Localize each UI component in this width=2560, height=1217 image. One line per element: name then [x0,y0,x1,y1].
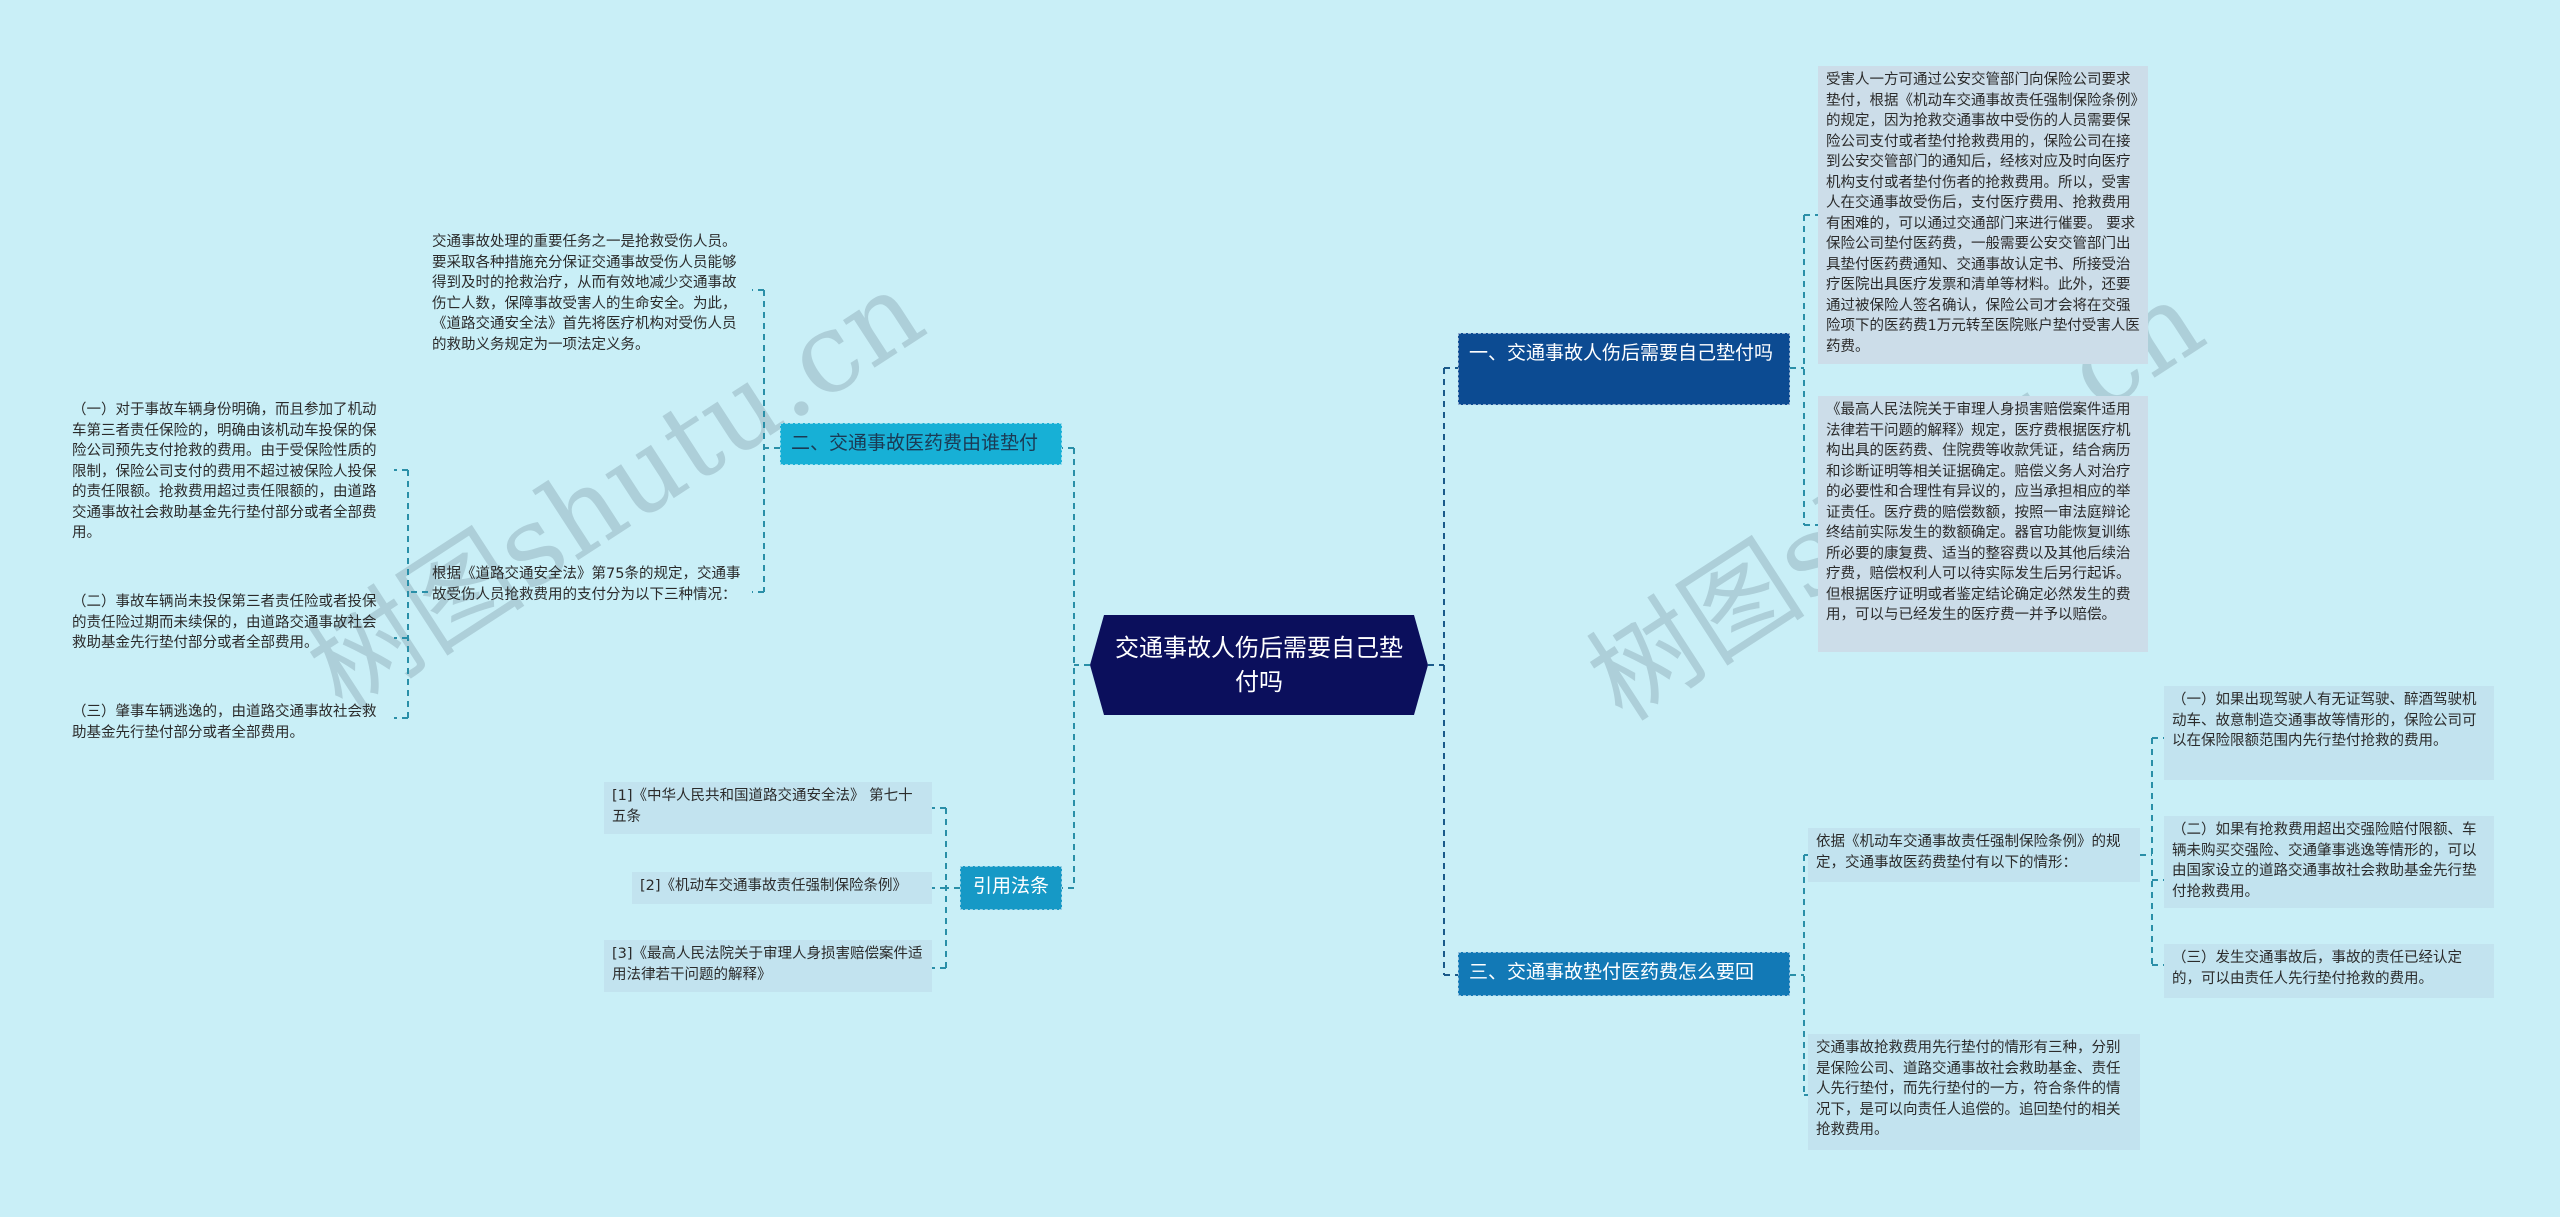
branch-3-label: 三、交通事故垫付医药费怎么要回 [1469,961,1755,983]
root-title: 交通事故人伤后需要自己垫付吗 [1115,634,1403,696]
branch-1-child-1[interactable]: 受害人一方可通过公安交管部门向保险公司要求垫付，根据《机动车交通事故责任强制保险… [1818,66,2148,364]
branch-4-topic[interactable]: 引用法条 [960,866,1062,910]
branch-2-grandchild-3[interactable]: （三）肇事车辆逃逸的，由道路交通事故社会救助基金先行垫付部分或者全部费用。 [72,704,377,741]
branch-3-topic[interactable]: 三、交通事故垫付医药费怎么要回 [1458,952,1790,996]
branch-1-topic[interactable]: 一、交通事故人伤后需要自己垫付吗 [1458,333,1790,405]
branch-2-grandchild-2[interactable]: （二）事故车辆尚未投保第三者责任险或者投保的责任险过期而未续保的，由道路交通事故… [72,594,377,651]
branch-2-child-1[interactable]: 交通事故处理的重要任务之一是抢救受伤人员。要采取各种措施充分保证交通事故受伤人员… [432,234,737,353]
root-topic[interactable]: 交通事故人伤后需要自己垫付吗 [1090,615,1428,715]
branch-3-grandchild-1[interactable]: （一）如果出现驾驶人有无证驾驶、醉酒驾驶机动车、故意制造交通事故等情形的，保险公… [2164,686,2494,780]
branch-3-child-1[interactable]: 依据《机动车交通事故责任强制保险条例》的规定，交通事故医药费垫付有以下的情形： [1808,828,2140,882]
branch-2-topic[interactable]: 二、交通事故医药费由谁垫付 [780,423,1062,465]
reference-2[interactable]: [2]《机动车交通事故责任强制保险条例》 [632,872,932,904]
branch-2-grandchild-1[interactable]: （一）对于事故车辆身份明确，而且参加了机动车第三者责任保险的，明确由该机动车投保… [72,402,377,541]
branch-3-grandchild-2[interactable]: （二）如果有抢救费用超出交强险赔付限额、车辆未购买交强险、交通肇事逃逸等情形的，… [2164,816,2494,908]
branch-3-grandchild-3[interactable]: （三）发生交通事故后，事故的责任已经认定的，可以由责任人先行垫付抢救的费用。 [2164,944,2494,998]
branch-2-child-2[interactable]: 根据《道路交通安全法》第75条的规定，交通事故受伤人员抢救费用的支付分为以下三种… [432,566,741,603]
branch-3-child-2[interactable]: 交通事故抢救费用先行垫付的情形有三种，分别是保险公司、道路交通事故社会救助基金、… [1808,1034,2140,1150]
reference-3[interactable]: [3]《最高人民法院关于审理人身损害赔偿案件适用法律若干问题的解释》 [604,940,932,992]
reference-1[interactable]: [1]《中华人民共和国道路交通安全法》 第七十五条 [604,782,932,834]
branch-1-child-2[interactable]: 《最高人民法院关于审理人身损害赔偿案件适用法律若干问题的解释》规定，医疗费根据医… [1818,396,2148,652]
branch-2-label: 二、交通事故医药费由谁垫付 [791,432,1039,454]
branch-4-label: 引用法条 [972,875,1049,897]
branch-1-label: 一、交通事故人伤后需要自己垫付吗 [1469,342,1774,364]
